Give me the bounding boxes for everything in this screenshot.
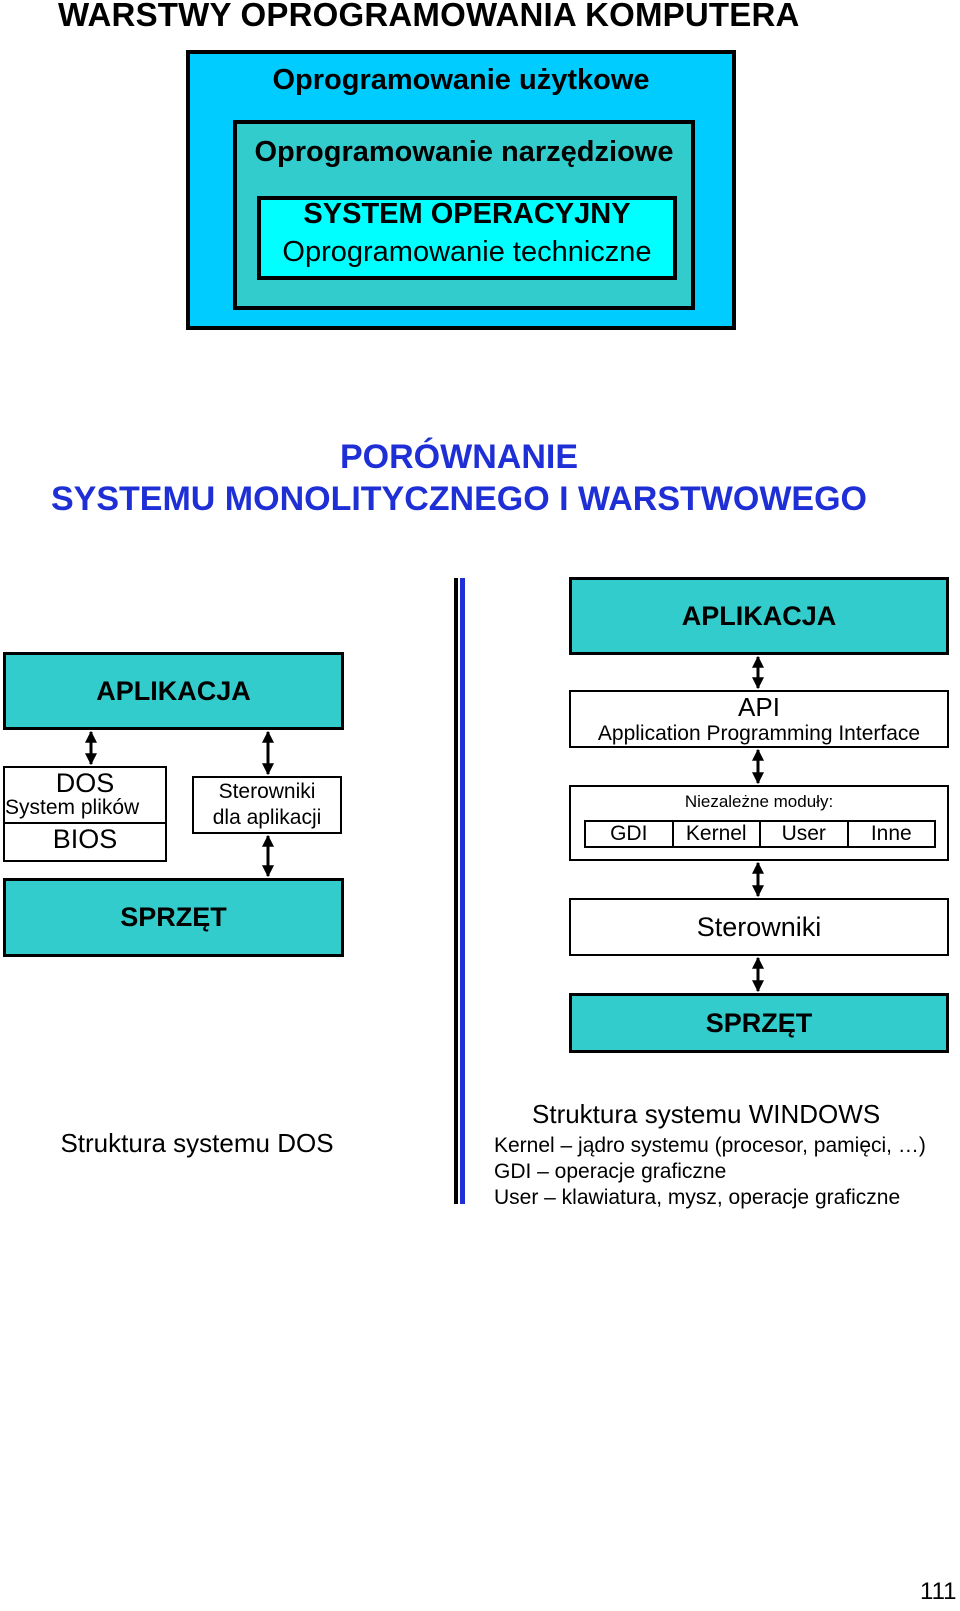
module-gdi: GDI — [586, 822, 674, 846]
windows-api-box — [569, 690, 949, 748]
dos-hardware-box: SPRZĘT — [3, 878, 344, 957]
windows-caption: Struktura systemu WINDOWS — [532, 1099, 881, 1129]
windows-note-kernel: Kernel – jądro systemu (procesor, pamięc… — [494, 1134, 926, 1157]
windows-hardware-box: SPRZĘT — [569, 993, 949, 1053]
windows-modules-row: GDI Kernel User Inne — [584, 820, 936, 848]
module-other: Inne — [870, 822, 912, 845]
dos-hardware-label: SPRZĘT — [120, 902, 227, 932]
comparison-heading-line1: PORÓWNANIE — [340, 438, 578, 476]
windows-note-gdi: GDI – operacje graficzne — [494, 1160, 727, 1183]
module-user: User — [761, 822, 849, 846]
windows-application-box: APLIKACJA — [569, 577, 949, 655]
dos-file-system-label: System plików — [5, 796, 140, 819]
dos-application-box: APLIKACJA — [3, 652, 344, 730]
comparison-heading: PORÓWNANIE SYSTEMU MONOLITYCZNEGO I WARS… — [0, 436, 918, 520]
comparison-heading-line2: SYSTEMU MONOLITYCZNEGO I WARSTWOWEGO — [51, 480, 867, 518]
layer-operating-system-subtitle: Oprogramowanie techniczne — [282, 236, 652, 268]
divider-black — [454, 578, 458, 1204]
dos-system-box — [3, 766, 167, 862]
dos-bios-label: BIOS — [52, 824, 118, 854]
layer-tools-software-label: Oprogramowanie narzędziowe — [254, 136, 674, 168]
dos-drivers-line2: dla aplikacji — [212, 806, 322, 829]
windows-hardware-label: SPRZĘT — [705, 1007, 813, 1038]
layer-user-software-label: Oprogramowanie użytkowe — [272, 64, 650, 96]
layer-operating-system-title: SYSTEM OPERACYJNY — [303, 198, 631, 230]
page-title: WARSTWY OPROGRAMOWANIA KOMPUTERA — [58, 0, 800, 33]
windows-api-name: API — [738, 692, 780, 722]
page-number: 111 — [920, 1578, 957, 1605]
layer-operating-system-box — [257, 196, 677, 280]
windows-note-user: User – klawiatura, mysz, operacje grafic… — [494, 1186, 901, 1209]
module-kernel: Kernel — [674, 822, 761, 846]
windows-api-full-name: Application Programming Interface — [597, 722, 921, 745]
windows-drivers-box: Sterowniki — [569, 898, 949, 956]
dos-caption: Struktura systemu DOS — [60, 1128, 334, 1158]
dos-drivers-box: Sterowniki dla aplikacji — [192, 776, 342, 834]
dos-application-label: APLIKACJA — [96, 675, 251, 706]
dos-system-name: DOS — [55, 768, 115, 798]
dos-system-divider — [3, 822, 167, 824]
dos-drivers-line1: Sterowniki — [218, 780, 316, 803]
windows-drivers-label: Sterowniki — [696, 911, 822, 942]
windows-application-label: APLIKACJA — [681, 600, 837, 631]
divider-blue — [460, 578, 465, 1204]
windows-modules-title: Niezależne moduły: — [684, 792, 834, 811]
